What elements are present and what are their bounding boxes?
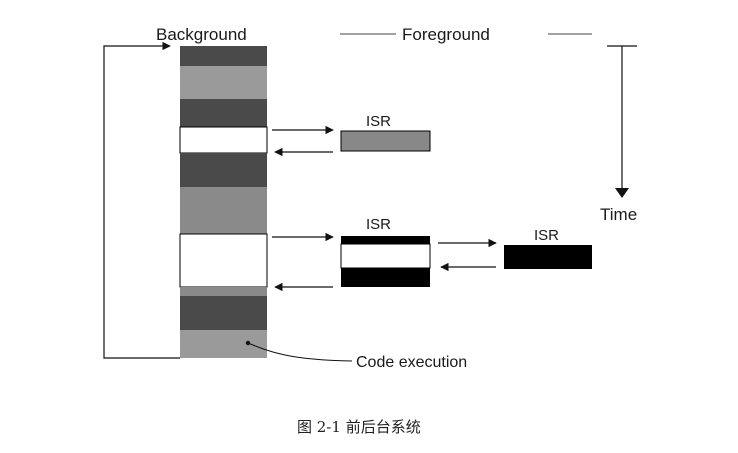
- foreground-label: Foreground: [402, 25, 490, 44]
- isr-label-3: ISR: [534, 227, 559, 244]
- code-execution-leader: [247, 342, 353, 362]
- stack-segment-interrupt: [179, 233, 268, 288]
- stack-segment: [180, 153, 267, 187]
- time-axis-arrowhead: [615, 188, 629, 198]
- stack-segment: [180, 99, 267, 127]
- stack-segment: [180, 330, 267, 358]
- stack-segment: [180, 66, 267, 99]
- background-stack: [179, 46, 268, 358]
- isr-box-1: [340, 130, 431, 152]
- isr-label-2: ISR: [366, 216, 391, 233]
- isr-label-1: ISR: [366, 113, 391, 130]
- isr-box-2-bottom: [341, 268, 430, 287]
- loop-bracket: [103, 41, 180, 359]
- stack-segment: [180, 287, 267, 296]
- stack-segment: [180, 46, 267, 66]
- isr-box-2-middle: [340, 243, 431, 269]
- time-label: Time: [600, 205, 637, 224]
- code-execution-label: Code execution: [356, 354, 467, 371]
- figure-caption: 图 2-1 前后台系统: [297, 418, 421, 436]
- background-label: Background: [156, 25, 247, 44]
- stack-segment-interrupt: [179, 126, 268, 154]
- code-execution-pointer: [245, 340, 251, 346]
- stack-segment: [180, 296, 267, 330]
- isr-box-3: [504, 245, 592, 269]
- isr-box-2-top: [341, 236, 430, 244]
- stack-segment: [180, 187, 267, 234]
